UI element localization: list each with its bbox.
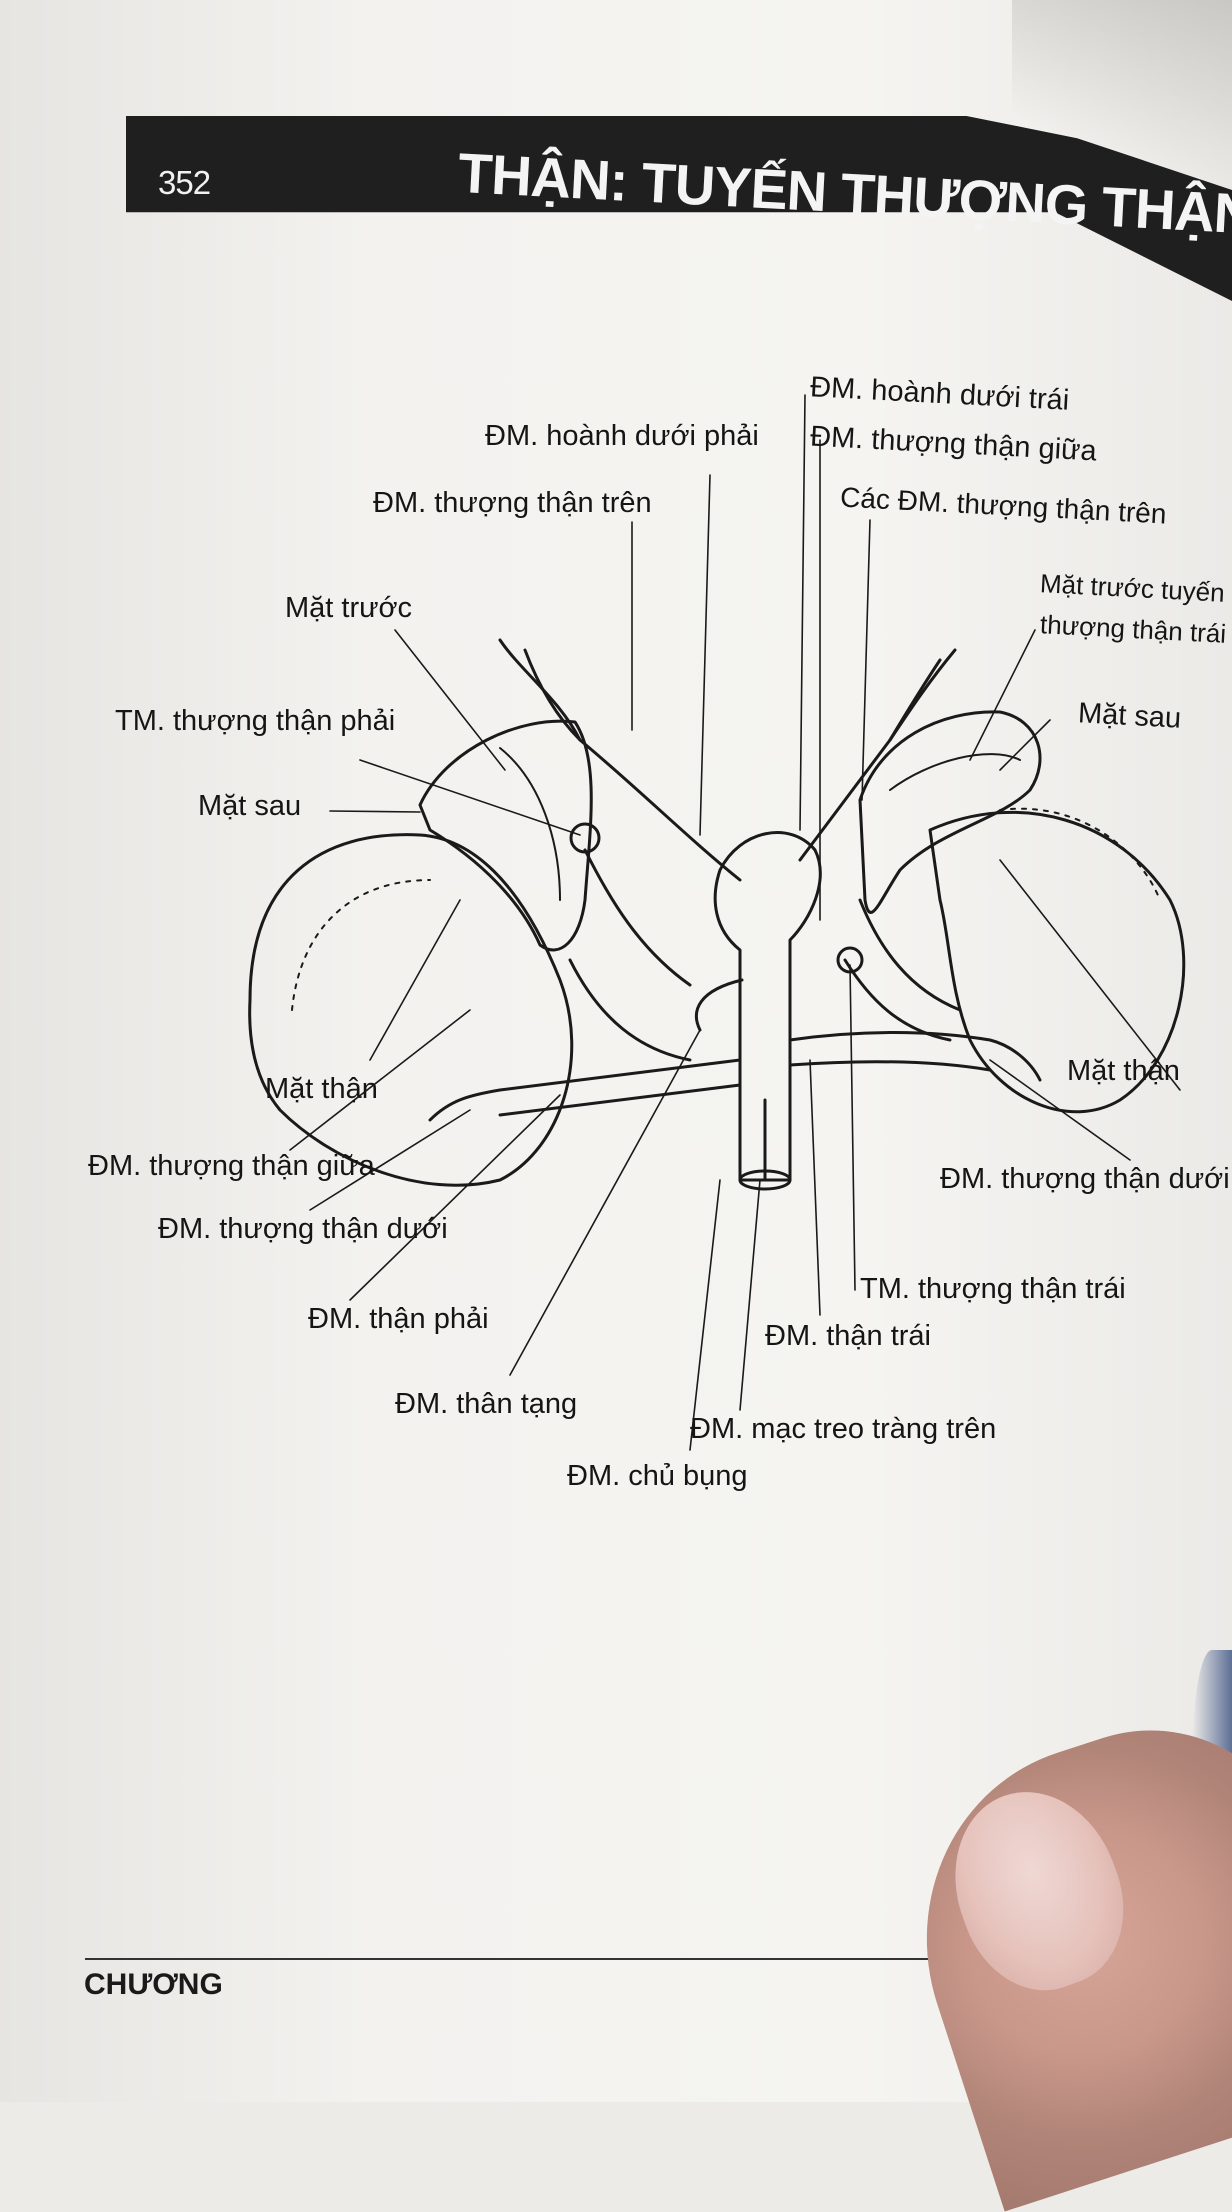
adrenal-anatomy-illustration <box>248 394 1186 1451</box>
label-right-renal-artery: ĐM. thận phải <box>308 1303 489 1335</box>
label-left-renal-artery: ĐM. thận trái <box>765 1320 931 1352</box>
right-adrenal-gland <box>418 719 593 952</box>
right-renal-artery <box>428 1058 742 1122</box>
label-abdominal-aorta: ĐM. chủ bụng <box>567 1460 748 1492</box>
label-inferior-suprarenal-artery-left: ĐM. thượng thận dưới <box>940 1163 1230 1195</box>
abdominal-aorta <box>713 831 822 1182</box>
label-right-inferior-phrenic-artery: ĐM. hoành dưới phải <box>485 420 759 452</box>
label-inferior-suprarenal-artery-right: ĐM. thượng thận dưới <box>158 1213 448 1245</box>
label-posterior-surface-right: Mặt sau <box>198 790 302 822</box>
label-anterior-surface-right: Mặt trước <box>285 592 413 624</box>
left-kidney-outline <box>928 810 1186 1114</box>
label-right-suprarenal-vein: TM. thượng thận phải <box>115 705 396 737</box>
page-number: 352 <box>158 164 211 201</box>
label-renal-surface-right: Mặt thận <box>265 1073 378 1105</box>
label-celiac-trunk: ĐM. thân tạng <box>395 1388 578 1420</box>
label-posterior-surface-left: Mặt sau <box>1077 697 1182 735</box>
left-renal-artery <box>788 1031 1042 1082</box>
label-superior-mesenteric-artery: ĐM. mạc treo tràng trên <box>690 1413 997 1445</box>
chapter-footer-label: CHƯƠNG <box>84 1968 223 2001</box>
label-left-suprarenal-vein: TM. thượng thận trái <box>860 1273 1126 1305</box>
label-superior-suprarenal-artery-right: ĐM. thượng thận trên <box>373 487 652 519</box>
left-adrenal-gland <box>858 710 1042 914</box>
footer-rule <box>85 1958 1015 1960</box>
right-kidney-outline <box>248 833 574 1187</box>
left-inferior-phrenic-artery <box>798 658 942 862</box>
label-middle-suprarenal-artery-right: ĐM. thượng thận giữa <box>88 1150 375 1182</box>
label-renal-surface-left: Mặt thận <box>1067 1055 1180 1087</box>
celiac-trunk <box>694 978 744 1032</box>
